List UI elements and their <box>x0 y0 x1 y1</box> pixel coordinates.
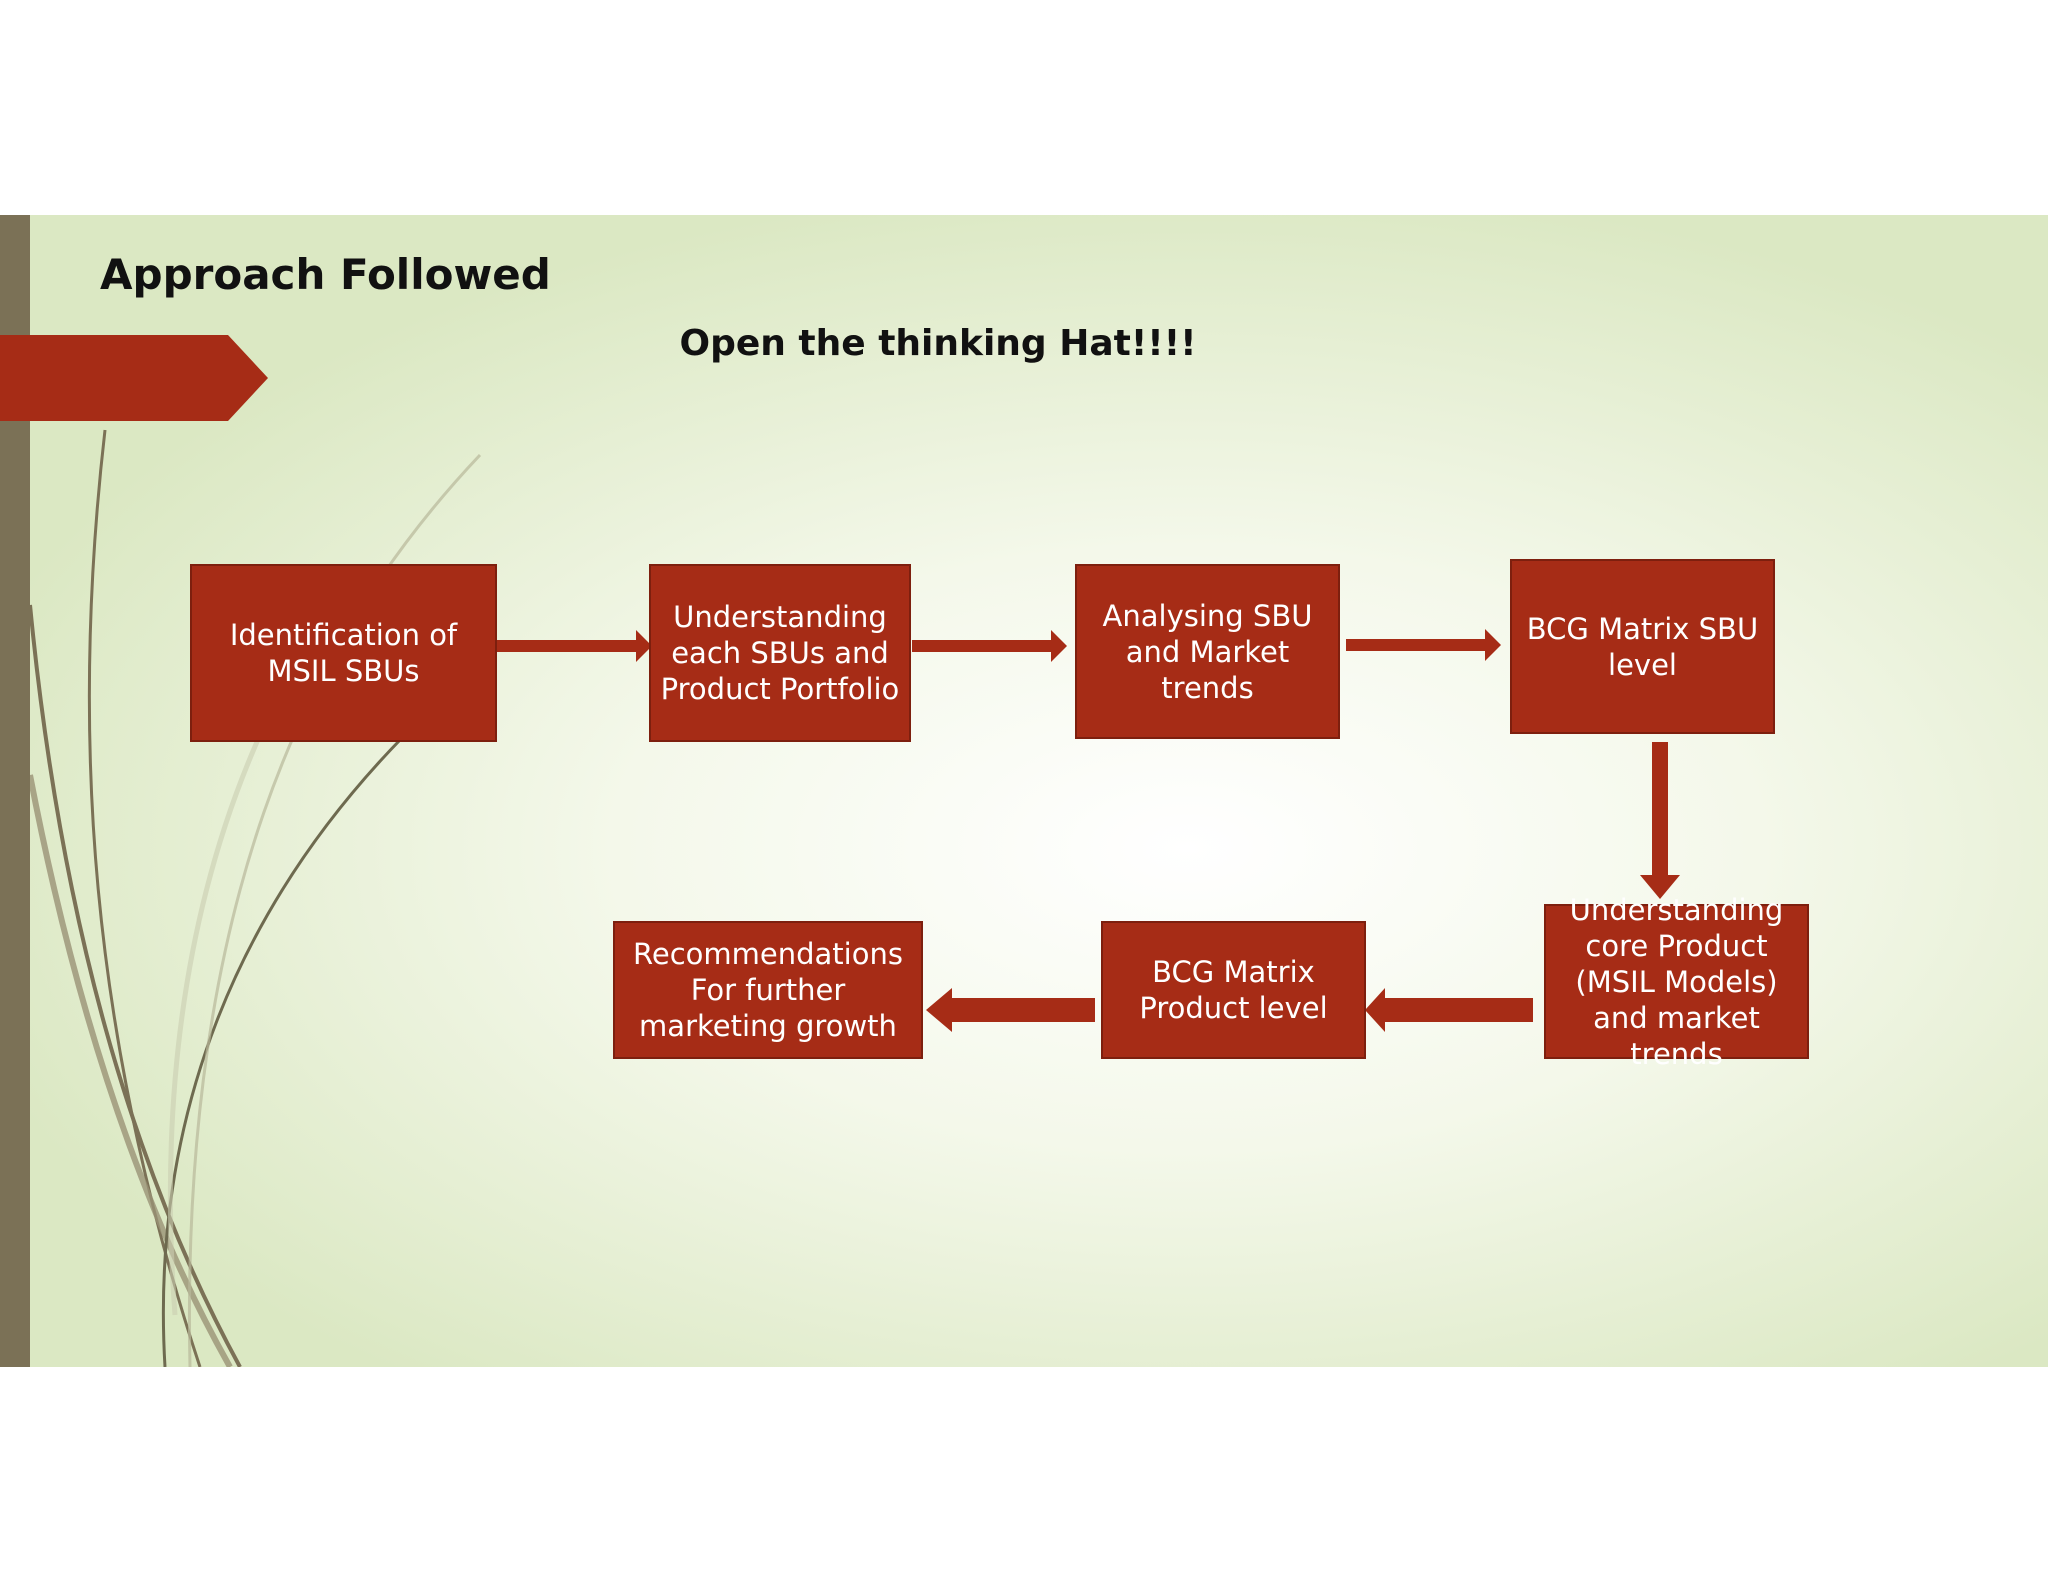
flow-step-understanding-sbus: Understanding each SBUs and Product Port… <box>649 564 911 742</box>
flow-step-bcg-product: BCG Matrix Product level <box>1101 921 1366 1059</box>
flow-arrows <box>497 629 1680 1032</box>
arrow-step4-to-step5 <box>1640 742 1680 899</box>
arrow-step3-to-step4 <box>1346 629 1501 661</box>
flow-step-recommendations: Recommendations For further marketing gr… <box>613 921 923 1059</box>
decorative-grass-strokes <box>27 429 482 1367</box>
arrow-step1-to-step2 <box>497 630 652 662</box>
page-title: Approach Followed <box>100 250 551 299</box>
arrow-step6-to-step7 <box>926 988 1095 1032</box>
slide: Approach Followed Open the thinking Hat!… <box>0 215 2048 1367</box>
flow-step-identification: Identification of MSIL SBUs <box>190 564 497 742</box>
flow-step-bcg-sbu: BCG Matrix SBU level <box>1510 559 1775 734</box>
arrow-step5-to-step6 <box>1365 988 1533 1032</box>
accent-banner-arrow <box>0 335 268 421</box>
flow-step-analysing-sbu: Analysing SBU and Market trends <box>1075 564 1340 739</box>
flow-step-understanding-core-product: Understanding core Product (MSIL Models)… <box>1544 893 1809 1071</box>
slide-subtitle: Open the thinking Hat!!!! <box>679 323 1197 364</box>
arrow-step2-to-step3 <box>912 630 1067 662</box>
